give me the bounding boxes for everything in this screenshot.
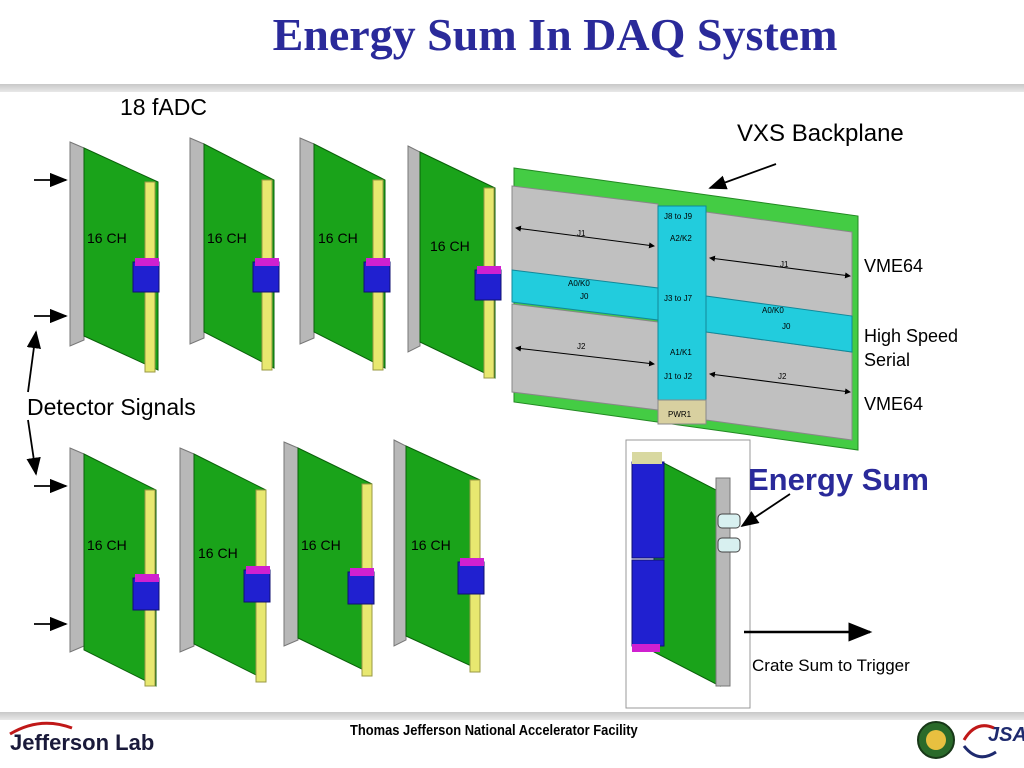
connector-label: A2/K2 (670, 234, 692, 243)
jsa-swirl-icon (962, 724, 997, 759)
channel-label: 16 CH (207, 230, 247, 246)
vme64-top-label: VME64 (864, 256, 924, 276)
top-divider (0, 84, 1024, 92)
channel-label: 16 CH (87, 537, 127, 553)
channel-label: 16 CH (318, 230, 358, 246)
connector-label: A1/K1 (670, 348, 692, 357)
fadc-count-label: 18 fADC (120, 94, 207, 120)
high-speed-line2: Serial (864, 350, 911, 370)
fadc-board (69, 447, 160, 687)
vme64-bottom-label: VME64 (864, 394, 924, 414)
crate-sum-label: Crate Sum to Trigger (752, 656, 910, 675)
connector-label: J2 (577, 342, 586, 351)
channel-label: 16 CH (301, 537, 341, 553)
energy-sum-board (631, 452, 741, 687)
high-speed-serial-label: High Speed Serial (864, 324, 958, 372)
connector-label: J1 to J2 (664, 372, 693, 381)
connector-label: J0 (782, 322, 791, 331)
fadc-board (69, 141, 160, 373)
doe-seal-icon (917, 721, 955, 759)
fadc-board (393, 439, 485, 673)
vxs-backplane (511, 167, 859, 451)
fadc-board (407, 145, 502, 379)
channel-label: 16 CH (411, 537, 451, 553)
connector-label: J3 to J7 (664, 294, 693, 303)
arrows (26, 163, 873, 642)
sum-connector (717, 537, 741, 553)
channel-label: 16 CH (198, 545, 238, 561)
vxs-backplane-label: VXS Backplane (737, 120, 904, 147)
jefferson-lab-logo-icon (9, 721, 73, 736)
jefferson-lab-logo-text: Jefferson Lab (10, 730, 155, 755)
energy-sum-label: Energy Sum (748, 462, 929, 497)
sum-connector (717, 513, 741, 529)
connector-label: J1 (577, 229, 586, 238)
fadc-board (299, 137, 391, 371)
connector-label: J2 (778, 372, 787, 381)
detector-signals-label: Detector Signals (27, 394, 196, 420)
fadc-board (283, 441, 375, 677)
high-speed-line1: High Speed (864, 326, 959, 346)
channel-label: 16 CH (430, 238, 470, 254)
fadc-board (179, 447, 271, 683)
fadc-board (189, 137, 280, 371)
slide-title: Energy Sum In DAQ System (272, 9, 838, 60)
connector-label: J0 (580, 292, 589, 301)
connector-label: PWR1 (668, 410, 692, 419)
footer-text: Thomas Jefferson National Accelerator Fa… (350, 722, 638, 739)
connector-label: J8 to J9 (664, 212, 693, 221)
connector-label: A0/K0 (762, 306, 784, 315)
jsa-logo-text: JSA (988, 724, 1024, 746)
connector-label: J1 (780, 260, 789, 269)
connector-label: A0/K0 (568, 279, 590, 288)
channel-label: 16 CH (87, 230, 127, 246)
bottom-divider (0, 712, 1024, 720)
